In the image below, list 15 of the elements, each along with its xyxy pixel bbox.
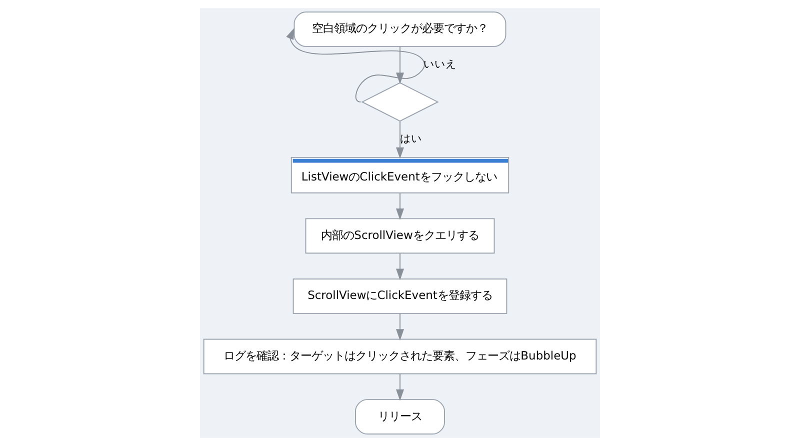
node-box: 空白領域のクリックが必要ですか？ (294, 12, 506, 47)
arrow (396, 192, 404, 220)
arrow (286, 28, 425, 102)
edge-label: いいえ (424, 58, 457, 70)
arrow (396, 313, 404, 341)
node-diamond (361, 82, 439, 122)
arrow (396, 120, 404, 159)
node-box: 内部のScrollViewをクエリする (305, 218, 495, 254)
node-box: リリース (355, 399, 445, 434)
arrow (396, 374, 404, 401)
arrow (396, 252, 404, 280)
node-box: ログを確認：ターゲットはクリックされた要素、フェーズはBubbleUp (203, 338, 597, 374)
node-box: ScrollViewにClickEventを登録する (292, 278, 508, 314)
edge-label: はい (400, 132, 422, 145)
arrow (396, 46, 404, 84)
